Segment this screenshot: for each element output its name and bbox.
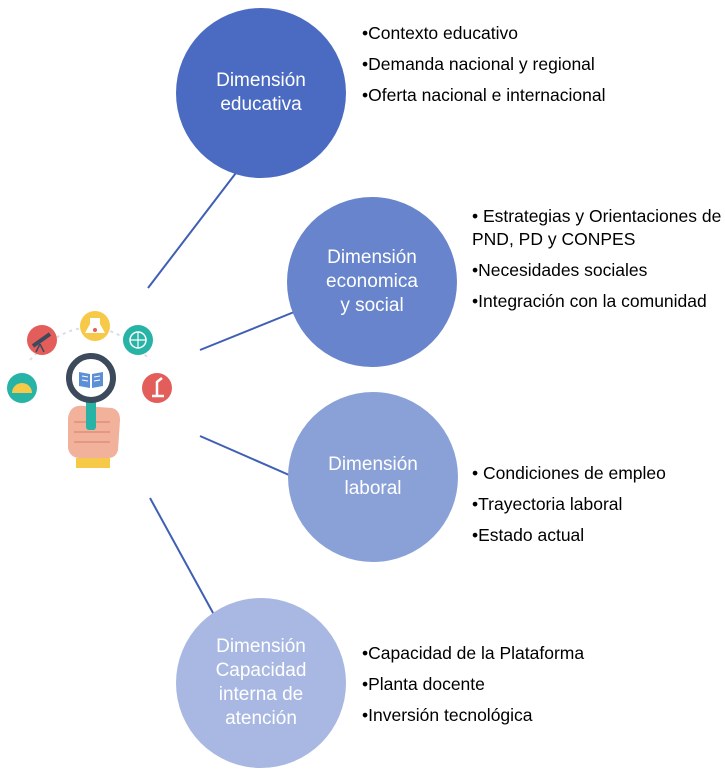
dimension-label-line: y social <box>340 295 404 316</box>
dimension-label-line: interna de <box>218 684 304 705</box>
dimension-label-line: Capacidad <box>215 660 307 681</box>
connector-educativa <box>147 164 243 289</box>
dimension-educativa-circle: Dimensión educativa <box>176 8 346 178</box>
dimension-laboral-circle: Dimensión laboral <box>288 392 458 562</box>
magnifying-glass-education-icon <box>7 311 172 468</box>
list-item: •Contexto educativo <box>362 23 518 43</box>
dimension-label-line: Dimensión <box>327 247 417 268</box>
list-item: • Condiciones de empleo <box>472 463 666 483</box>
dimension-label-line: educativa <box>220 94 302 115</box>
list-item: •Estado actual <box>472 525 585 545</box>
dimension-label-line: laboral <box>344 478 402 499</box>
list-item: • Estrategias y Orientaciones de PND, PD… <box>472 206 722 249</box>
connector-economica <box>199 307 305 351</box>
dimension-capacidad-circle: Dimensión Capacidad interna de atención <box>176 598 346 768</box>
economica-bullet-list: • Estrategias y Orientaciones de PND, PD… <box>472 205 722 321</box>
list-item: •Demanda nacional y regional <box>362 54 595 74</box>
dimension-economica-circle: Dimensión economica y social <box>287 197 457 367</box>
dimension-label-line: economica <box>326 271 418 292</box>
list-item: •Capacidad de la Plataforma <box>362 643 585 663</box>
educativa-bullet-list: •Contexto educativo •Demanda nacional y … <box>362 22 622 115</box>
list-item: •Necesidades sociales <box>472 260 648 280</box>
capacidad-bullet-list: •Capacidad de la Plataforma •Planta doce… <box>362 642 622 735</box>
list-item: •Inversión tecnológica <box>362 705 533 725</box>
list-item: •Trayectoria laboral <box>472 494 623 514</box>
dimension-label-line: Dimensión <box>328 454 418 475</box>
laboral-bullet-list: • Condiciones de empleo •Trayectoria lab… <box>472 462 722 555</box>
list-item: •Integración con la comunidad <box>472 291 707 311</box>
list-item: •Oferta nacional e internacional <box>362 85 606 105</box>
dimension-label-line: Dimensión <box>216 70 306 91</box>
connector-laboral <box>199 435 297 479</box>
connector-capacidad <box>149 497 219 623</box>
dimension-label-line: Dimensión <box>216 636 306 657</box>
list-item: •Planta docente <box>362 674 485 694</box>
dimension-label-line: atención <box>225 708 297 729</box>
